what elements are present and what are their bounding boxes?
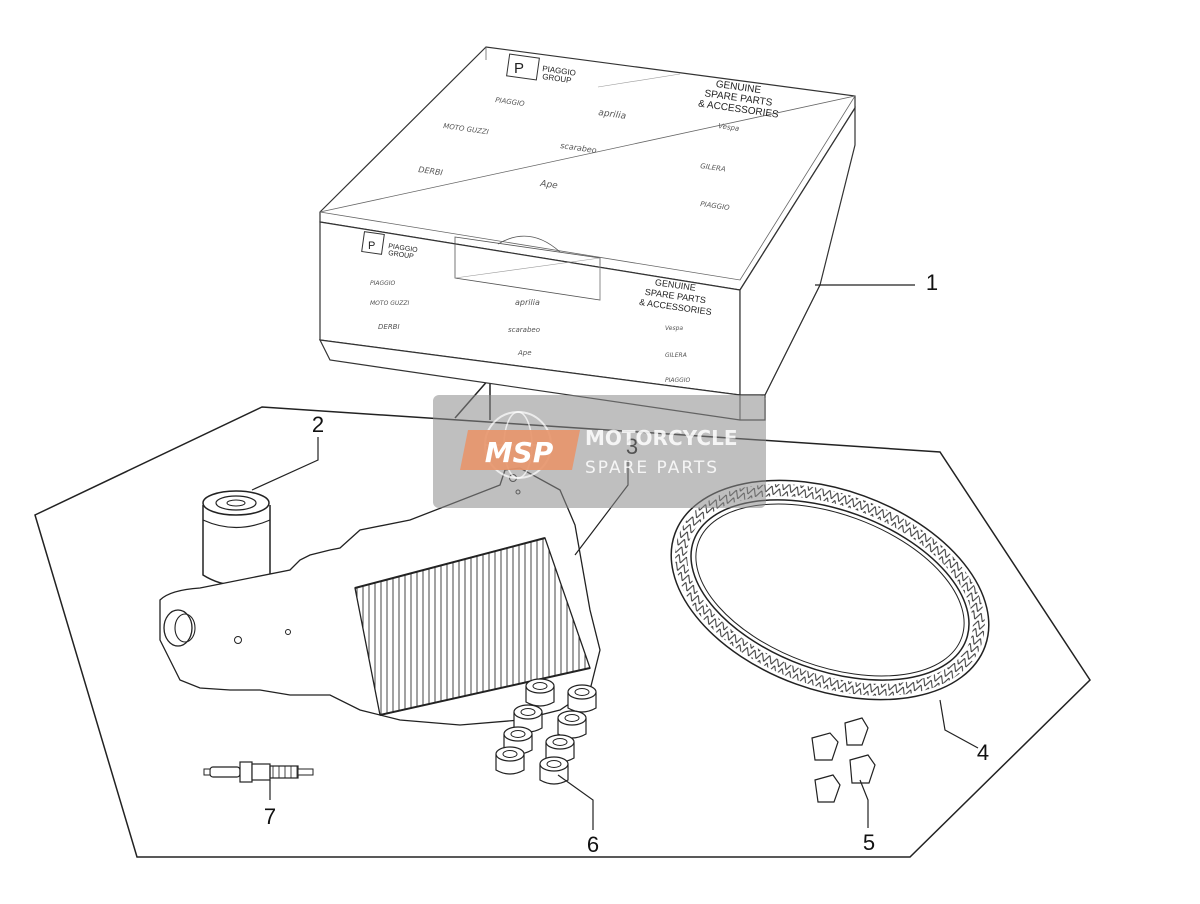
box-side-brand-3: MOTO GUZZI <box>370 300 409 307</box>
roller <box>495 746 525 775</box>
box-side-brand-6: DERBI <box>378 323 400 331</box>
callout-5: 5 <box>863 830 875 855</box>
oil-filter <box>202 490 271 586</box>
watermark: MSP MOTORCYCLE SPARE PARTS <box>433 395 766 508</box>
callout-6: 6 <box>587 832 599 857</box>
box-front-logo-letter: P <box>368 240 375 252</box>
box-side-brand-1: aprilia <box>515 298 540 307</box>
watermark-badge: MSP <box>485 436 554 469</box>
callout-7: 7 <box>264 804 276 829</box>
air-filter <box>159 467 601 726</box>
box-side-brand-8: PIAGGIO <box>665 377 691 384</box>
box-side-brand-0: PIAGGIO <box>370 280 396 287</box>
callout-2: 2 <box>312 412 324 437</box>
box-side-brand-5: GILERA <box>665 352 687 359</box>
box-top-brand-5: GILERA <box>700 162 727 173</box>
spark-plug <box>203 761 314 783</box>
box-top-brand-7: Ape <box>539 179 559 192</box>
box-top-brand-1: aprilia <box>598 108 627 122</box>
box-side-brand-4: scarabeo <box>508 326 540 334</box>
box-top-logo-letter: P <box>514 60 524 77</box>
parts-box: P PIAGGIO GROUP GENUINE SPARE PARTS & AC… <box>318 46 856 421</box>
roller <box>525 678 555 707</box>
box-side-brand-7: Ape <box>517 349 532 357</box>
box-top-brand-6: DERBI <box>418 165 444 177</box>
roller <box>567 684 597 713</box>
box-front-group-line2: GROUP <box>388 250 415 261</box>
roller <box>557 710 587 739</box>
roller-set <box>495 678 597 785</box>
callout-4: 4 <box>977 740 989 765</box>
watermark-line2: SPARE PARTS <box>585 458 719 478</box>
callout-1: 1 <box>926 270 938 295</box>
box-top-group-line2: GROUP <box>542 72 572 85</box>
box-top-brand-2: Vespa <box>718 122 740 133</box>
box-front-group-line1: PIAGGIO <box>388 243 419 254</box>
drive-belt <box>670 479 990 701</box>
roller <box>539 756 569 785</box>
slider-set <box>811 717 876 803</box>
watermark-line1: MOTORCYCLE <box>585 426 737 450</box>
box-side-brand-2: Vespa <box>665 325 683 332</box>
